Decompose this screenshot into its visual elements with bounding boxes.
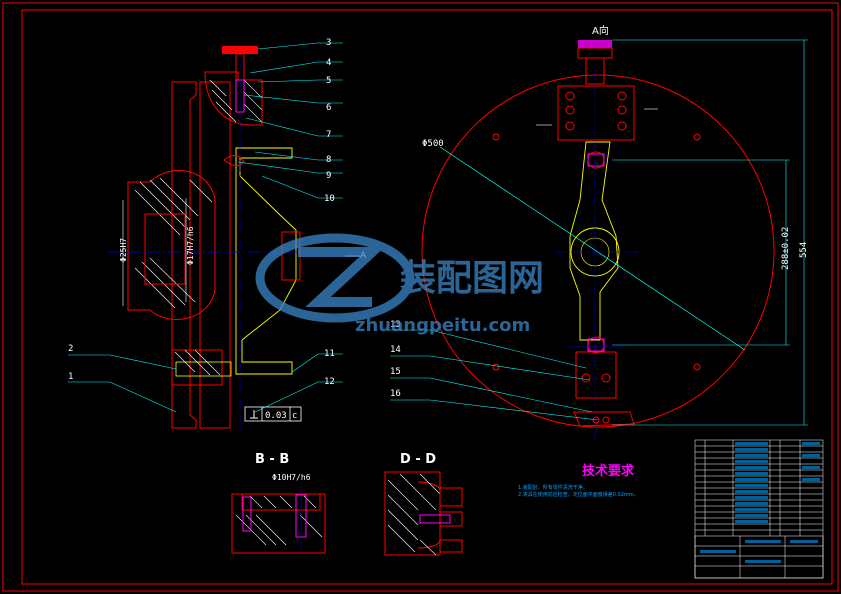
top-block — [557, 85, 635, 141]
callout-8: 8 — [326, 155, 331, 165]
dim-dia-mid: Φ17H7/h6 — [186, 226, 195, 265]
callout-9: 9 — [326, 171, 331, 181]
callout-numbers: 3 4 5 6 7 8 9 10 11 12 2 1 — [68, 38, 335, 387]
callout-11: 11 — [324, 349, 335, 359]
callout-2: 2 — [68, 344, 73, 354]
callout-3: 3 — [326, 38, 331, 48]
callout-5: 5 — [326, 76, 331, 86]
view-label-a: A向 — [592, 24, 609, 37]
tech-notes: 技术要求 1.装配前，所有零件清洗干净。 2.夹具在使用前应检查，定位面平面度误… — [518, 463, 639, 498]
side-pin — [223, 155, 245, 166]
top-clamp — [204, 71, 263, 126]
tech-notes-title: 技术要求 — [582, 463, 635, 479]
inner-frame — [21, 9, 833, 585]
callout-15: 15 — [390, 367, 401, 377]
dim-dia-left: Φ25H7 — [119, 238, 128, 262]
tolerance-datum: c — [292, 411, 297, 421]
callout-14: 14 — [390, 345, 401, 355]
callout-1: 1 — [68, 372, 73, 382]
left-fixture — [127, 169, 216, 320]
watermark-url: zhuangpeitu.com — [355, 315, 530, 336]
title-block-fill — [700, 442, 820, 563]
callout-13: 13 — [390, 320, 401, 330]
side-view: Φ25H7 Φ17H7/h6 0.03 c A — [108, 46, 367, 430]
watermark-brand: 装配图网 — [400, 258, 544, 299]
callout-6: 6 — [326, 103, 331, 113]
tolerance-frame — [244, 406, 302, 422]
section-bb: B - B Φ10H7/h6 — [231, 452, 326, 555]
dim-circle-dia: Φ500 — [422, 139, 444, 149]
vertical-plate — [171, 81, 197, 429]
base-plate-circle — [421, 74, 775, 428]
dim-center-dist: 288±0.02 — [781, 227, 791, 270]
callout-4: 4 — [326, 58, 331, 68]
dim-overall: 554 — [799, 242, 809, 258]
view-label-bb: B - B — [255, 452, 289, 467]
dim-fit-bb: Φ10H7/h6 — [272, 473, 311, 482]
section-dd: D - D — [384, 452, 463, 556]
bottom-block — [575, 351, 617, 399]
title-block — [694, 439, 824, 579]
front-view: A向 — [421, 24, 809, 440]
lower-block — [171, 349, 223, 386]
tech-notes-line2: 2.夹具在使用前应检查，定位面平面度误差0.02mm。 — [518, 491, 639, 498]
view-label-dd: D - D — [400, 452, 436, 467]
watermark: 装配图网 zhuangpeitu.com — [255, 233, 544, 336]
swing-arm — [569, 141, 619, 341]
tech-notes-line1: 1.装配前，所有零件清洗干净。 — [518, 484, 588, 491]
top-knob — [222, 46, 258, 54]
tolerance-value: 0.03 — [265, 411, 287, 421]
callout-7: 7 — [326, 130, 331, 140]
callout-16: 16 — [390, 389, 401, 399]
callout-10: 10 — [324, 194, 335, 204]
callout-leaders — [68, 42, 343, 413]
top-clamp-hatch — [209, 79, 263, 123]
callout-12: 12 — [324, 377, 335, 387]
